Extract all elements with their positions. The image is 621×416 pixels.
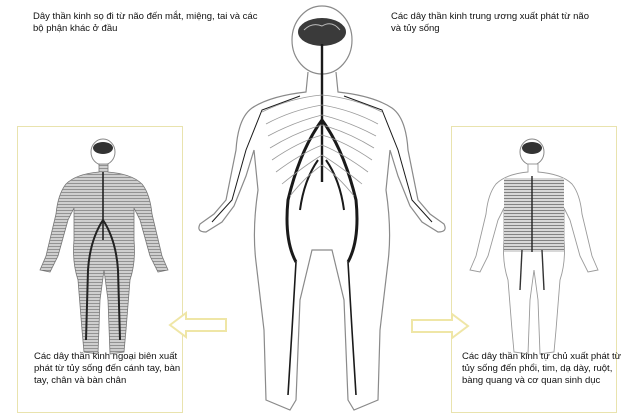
- peripheral-body-figure: [40, 139, 168, 354]
- central-nerves: [212, 44, 432, 395]
- brain-icon: [298, 18, 346, 46]
- central-nerves-label: Các dây thần kinh trung ương xuất phát t…: [391, 11, 591, 35]
- cranial-nerves-label: Dây thần kinh sọ đi từ não đến mắt, miện…: [33, 11, 263, 35]
- arrow-right-icon: [410, 312, 470, 340]
- autonomic-body-figure: [470, 139, 598, 354]
- arrow-left-icon: [168, 311, 228, 339]
- peripheral-nerves-label: Các dây thần kinh ngoại biên xuất phát t…: [34, 351, 184, 387]
- autonomic-nerves-label: Các dây thần kinh tự chủ xuất phát từ tủ…: [462, 351, 621, 387]
